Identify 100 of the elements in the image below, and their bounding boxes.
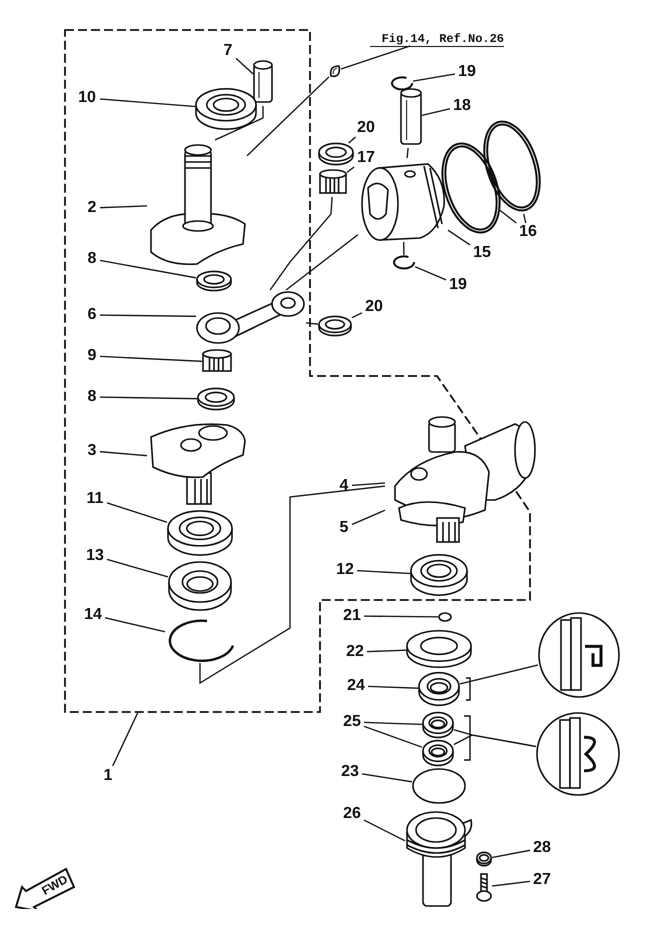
leader-line xyxy=(366,650,406,652)
oil-seal-drawing xyxy=(168,561,232,611)
piston-ring-drawing xyxy=(442,140,500,236)
oil-seal-drawing xyxy=(422,740,454,766)
callout-number: 8 xyxy=(84,250,100,268)
leader-line xyxy=(422,108,450,116)
leader-line xyxy=(100,314,196,317)
leader-line xyxy=(246,76,330,156)
callout-number: 24 xyxy=(344,677,368,695)
reference-note: Fig.14, Ref.No.26 xyxy=(370,28,504,47)
leader-line xyxy=(214,106,264,141)
callout-number: 4 xyxy=(336,477,352,495)
washer-drawing xyxy=(476,852,492,866)
oil-seal-drawing xyxy=(422,712,454,738)
leader-line xyxy=(364,726,422,748)
callout-number: 3 xyxy=(84,442,100,460)
leader-line xyxy=(100,356,202,362)
connecting-rod-drawing xyxy=(196,290,306,344)
round-part-drawing xyxy=(438,612,452,622)
callout-number: 1 xyxy=(102,766,114,786)
bearing-drawing xyxy=(196,271,232,291)
pin-drawing xyxy=(253,60,273,106)
leader-line xyxy=(364,615,438,618)
callout-number: 20 xyxy=(362,298,386,316)
leader-line xyxy=(340,45,410,70)
key-drawing xyxy=(329,64,341,78)
needle-bearing-drawing xyxy=(319,169,347,197)
leader-line xyxy=(500,210,517,224)
leader-line xyxy=(352,510,386,526)
leader-line xyxy=(414,266,446,280)
leader-line xyxy=(492,880,530,887)
leader-line xyxy=(492,850,530,858)
leader-line xyxy=(286,234,358,291)
callout-number: 14 xyxy=(81,606,105,624)
callout-number: 17 xyxy=(354,149,378,167)
needle-bearing-drawing xyxy=(202,349,232,375)
leader-line xyxy=(364,820,406,842)
callout-number: 18 xyxy=(450,97,474,115)
leader-line xyxy=(100,98,196,108)
bearing-drawing xyxy=(410,554,468,596)
callout-number: 22 xyxy=(343,643,367,661)
callout-number: 9 xyxy=(84,347,100,365)
piston-ring-drawing xyxy=(484,118,540,214)
leader-line xyxy=(270,196,333,290)
oil-seal-drawing xyxy=(418,672,460,706)
callout-number: 27 xyxy=(530,871,554,889)
bearing-drawing xyxy=(167,510,233,556)
clip-drawing xyxy=(393,255,415,269)
leader-line xyxy=(199,485,386,684)
leader-line xyxy=(100,451,148,456)
washer-drawing xyxy=(406,630,472,668)
bearing-drawing xyxy=(197,388,235,410)
callout-number: 20 xyxy=(354,119,378,137)
pin-drawing xyxy=(400,88,422,148)
washer-drawing xyxy=(318,143,354,165)
screw-drawing xyxy=(476,872,492,902)
leader-line xyxy=(106,558,168,578)
detail-view-drawing xyxy=(538,612,620,698)
leader-line xyxy=(356,570,410,574)
callout-number: 10 xyxy=(74,89,100,107)
callout-number: 15 xyxy=(470,244,494,262)
leader-line xyxy=(112,712,138,766)
callout-number: 5 xyxy=(336,519,352,537)
direction-label: FWD xyxy=(39,872,70,898)
leader-line xyxy=(406,148,409,158)
callout-number: 26 xyxy=(340,805,364,823)
leader-line xyxy=(403,242,405,255)
housing-drawing xyxy=(405,808,473,908)
leader-line xyxy=(362,773,412,782)
callout-number: 19 xyxy=(455,63,479,81)
callout-number: 13 xyxy=(83,547,107,565)
callout-number: 2 xyxy=(84,199,100,217)
callout-number: 25 xyxy=(340,713,364,731)
callout-number: 6 xyxy=(84,306,100,324)
callout-number: 28 xyxy=(530,839,554,857)
callout-number: 11 xyxy=(83,490,107,508)
washer-drawing xyxy=(318,316,352,336)
leader-line xyxy=(348,136,356,144)
leader-line xyxy=(236,58,254,74)
leader-line xyxy=(306,322,318,325)
leader-line xyxy=(352,312,362,318)
detail-view-drawing xyxy=(536,712,620,796)
callout-number: 21 xyxy=(340,607,364,625)
leader-line xyxy=(346,166,354,173)
leader-line xyxy=(100,260,196,278)
leader-line xyxy=(352,482,386,486)
leader-line xyxy=(100,396,198,400)
callout-number: 8 xyxy=(84,388,100,406)
leader-line xyxy=(448,230,470,246)
leader-line xyxy=(106,502,168,523)
leader-line xyxy=(454,734,536,748)
leader-line xyxy=(412,73,456,82)
callout-number: 7 xyxy=(220,42,236,60)
leader-line xyxy=(364,722,422,726)
leader-line xyxy=(460,664,538,685)
callout-number: 16 xyxy=(516,223,540,241)
leader-line xyxy=(104,617,166,632)
leader-line xyxy=(522,214,526,224)
clip-drawing xyxy=(391,76,413,90)
leader-line xyxy=(368,686,418,689)
